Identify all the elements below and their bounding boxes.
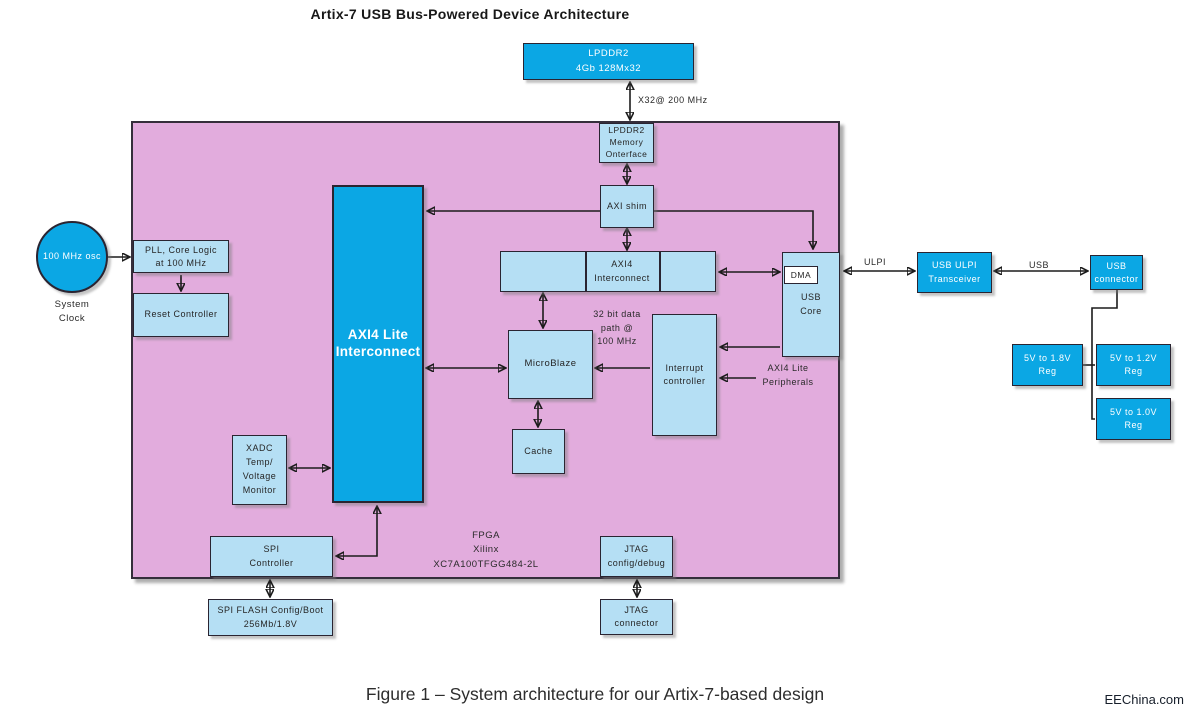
watermark-text: EEChina.com [1104,692,1184,707]
cache-box: Cache [512,429,565,474]
usb-bus-label: USB [1028,260,1049,270]
figure-caption: Figure 1 – System architecture for our A… [365,684,825,704]
x32-bus-label: X32@ 200 MHz [638,95,708,105]
segment-divider [659,252,661,291]
dma-box: DMA [784,266,818,284]
segment-divider [585,252,587,291]
reset-controller-box: Reset Controller [133,293,229,337]
diagram-title: Artix-7 USB Bus-Powered Device Architect… [310,6,630,22]
fpga-boundary-box [131,121,840,579]
ulpi-bus-label: ULPI [863,257,886,267]
axi-shim-box: AXI shim [600,185,654,228]
oscillator-circle: 100 MHz osc [36,221,108,293]
microblaze-box: MicroBlaze [508,330,593,399]
